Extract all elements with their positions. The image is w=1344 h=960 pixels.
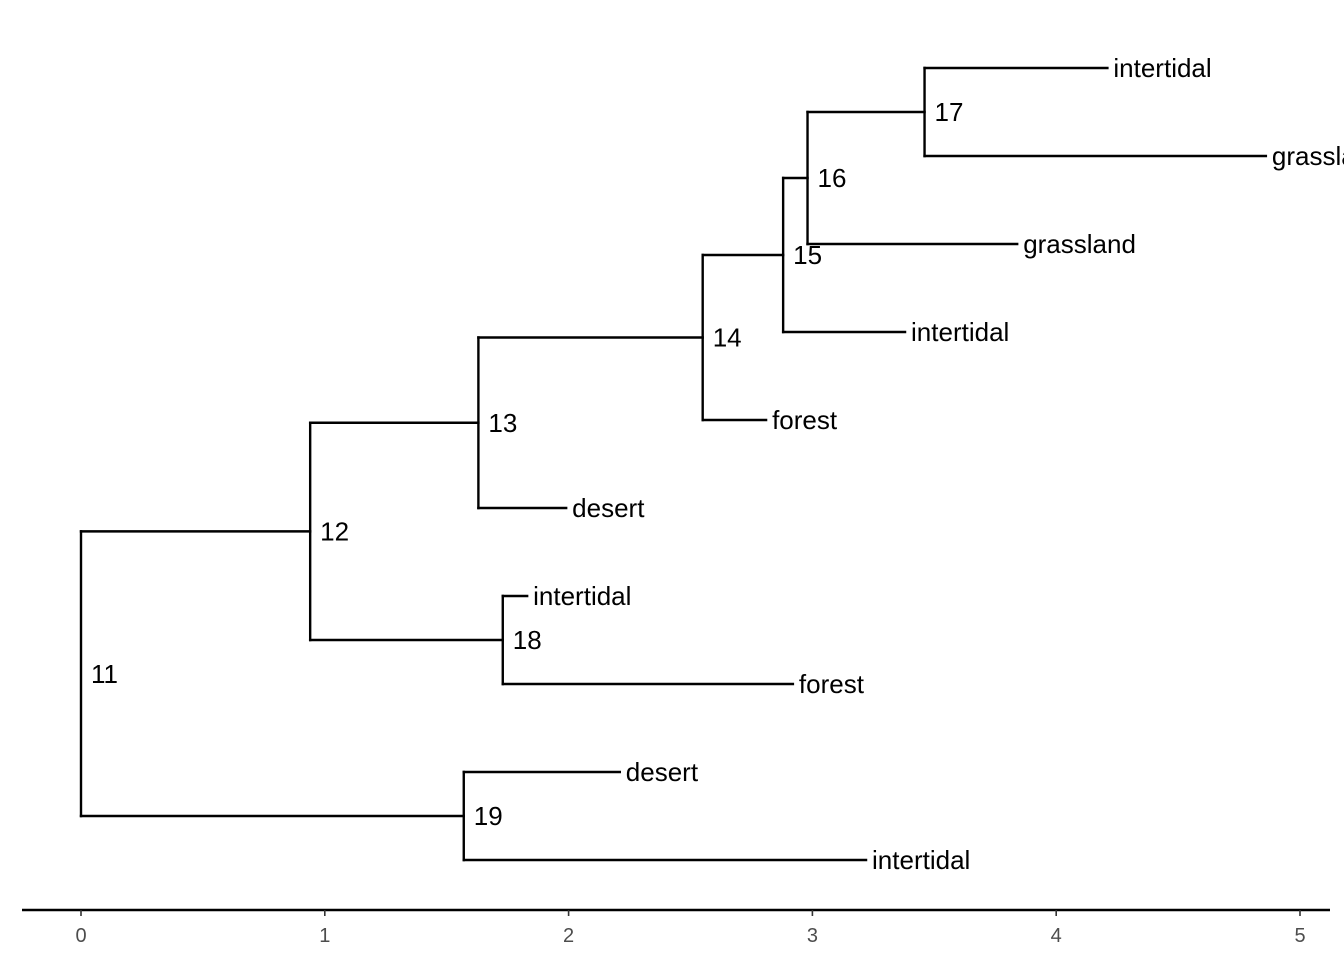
tip-label: desert — [572, 493, 645, 523]
node-label-16: 16 — [818, 163, 847, 193]
x-tick-label: 2 — [563, 925, 574, 947]
tip-label: desert — [626, 757, 699, 787]
x-tick-label: 3 — [807, 925, 818, 947]
tree-branches — [79, 66, 1268, 862]
node-label-17: 17 — [935, 97, 964, 127]
node-label-11: 11 — [91, 659, 118, 689]
node-label-18: 18 — [513, 625, 542, 655]
node-label-15: 15 — [793, 240, 822, 270]
node-label-12: 12 — [320, 516, 349, 546]
tip-label: grassland — [1023, 229, 1136, 259]
tip-label: intertidal — [872, 845, 970, 875]
x-axis: 0 1 2 3 4 5 — [22, 908, 1330, 947]
tip-label: grassland — [1272, 141, 1344, 171]
tip-label: forest — [772, 405, 838, 435]
x-tick-label: 4 — [1051, 925, 1062, 947]
tip-labels: intertidal grassland grassland intertidal fo… — [533, 53, 1344, 875]
x-tick-label: 5 — [1294, 925, 1305, 947]
internal-node-labels: 11 12 13 14 15 16 17 18 19 — [91, 97, 963, 831]
x-tick-label: 0 — [75, 925, 86, 947]
tip-label: intertidal — [1113, 53, 1211, 83]
tip-label: intertidal — [911, 317, 1009, 347]
node-label-14: 14 — [713, 323, 742, 353]
node-label-19: 19 — [474, 801, 503, 831]
tip-label: intertidal — [533, 581, 631, 611]
node-label-13: 13 — [488, 408, 517, 438]
x-tick-label: 1 — [319, 925, 330, 947]
tip-label: forest — [799, 669, 865, 699]
